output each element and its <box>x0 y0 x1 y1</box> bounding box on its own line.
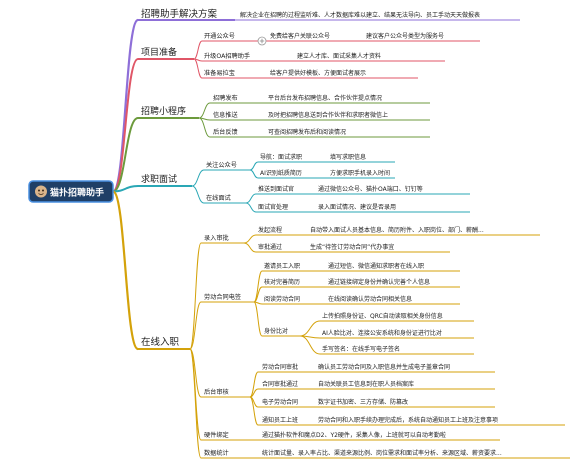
miniapp-item-label[interactable]: 招聘发布 <box>213 94 238 102</box>
branch-connector <box>112 117 139 193</box>
miniapp-item-desc: 平台后台发布招聘信息、合作伙伴提点情况 <box>268 94 382 102</box>
prep-item-label[interactable]: 开通公众号 <box>204 32 235 40</box>
onboard-group-label[interactable]: 数据统计 <box>204 449 229 457</box>
onboard-item-label[interactable]: 阅读劳动合同 <box>264 295 300 303</box>
onboard-item-label[interactable]: 发起流程 <box>258 226 282 234</box>
connector-line <box>243 234 257 244</box>
prep-item-desc: 建立人才库、面试采集人才资料 <box>297 52 381 60</box>
onboard-item-desc: 确认员工劳动合同及入职信息并生成电子盖章合同 <box>318 363 450 371</box>
interview-item-desc: 方便求职手机录入时间 <box>330 169 390 177</box>
interview-item-desc: 录入面试情况、建议是否录用 <box>318 203 396 211</box>
identity-check-sub: AI人脸比对、连接公安系统和身份证进行比对 <box>322 329 442 337</box>
branch-label-onboarding[interactable]: 在线入职 <box>141 336 180 348</box>
interview-item-label[interactable]: 导航：面试求职 <box>260 153 302 161</box>
root-node[interactable]: 猫扑招聘助手 <box>28 180 114 203</box>
miniapp-item-desc: 可查阅招聘发布后和阅读情况 <box>268 128 346 136</box>
branch-connector <box>111 190 140 351</box>
interview-item-label[interactable]: 推送到面试官 <box>258 185 294 193</box>
onboard-item-desc: 在线阅读确认劳动合同相关信息 <box>328 295 412 303</box>
branch-label-prep[interactable]: 项目准备 <box>141 46 177 58</box>
onboard-item-desc: 自动关联员工信息到在职人员档案库 <box>318 380 414 388</box>
onboard-item-label[interactable]: 通知员工上班 <box>262 416 298 424</box>
connector-line <box>249 396 259 426</box>
identity-check-sub: 上传拍照身份证、QRC自动读取相关身份信息 <box>322 312 443 320</box>
connector-line <box>191 185 205 204</box>
onboard-item-label[interactable]: 劳动合同审批 <box>262 363 298 371</box>
onboard-item-desc: 生成“待签订劳动合同”代办事宜 <box>310 243 394 251</box>
prep-item-label[interactable]: 升级OA招聘助手 <box>204 52 250 60</box>
onboard-item-desc: 数字证书加密、三方存储、防篡改 <box>318 398 408 406</box>
onboard-item-desc: 通过短信、微信通知求职者在线入职 <box>328 262 424 270</box>
connector-line <box>193 58 203 79</box>
onboard-group-desc: 统计面试量、录入率占比、渠道来源比例、岗位需求和面试率分析、来源区域、薪资要求.… <box>262 449 502 457</box>
prep-item-desc: 给客户提供好模板、方便面试者展示 <box>270 69 366 77</box>
onboard-item-label[interactable]: 身份比对 <box>264 327 288 335</box>
onboard-item-label[interactable]: 核对完善简历 <box>264 278 300 286</box>
branch-connector <box>112 58 139 193</box>
connector-line <box>189 348 202 459</box>
prep-item-label[interactable]: 准备易拉宝 <box>204 69 235 77</box>
interview-item-desc: 通过微信公众号、猫扑OA端口、钉钉等 <box>318 185 423 193</box>
connector-line <box>243 242 257 253</box>
onboard-item-label[interactable]: 电子劳动合同 <box>262 398 298 406</box>
interview-group-label[interactable]: 关注公众号 <box>206 161 237 169</box>
connector-line <box>245 202 257 213</box>
node-labels: 招聘助手解决方案 解决企业在招聘的过程监听难、人才数据库难以建立、结果无法导向、员… <box>141 8 502 457</box>
branch-desc-solution: 解决企业在招聘的过程监听难、人才数据库难以建立、结果无法导向、员工手动天天做报表 <box>240 11 480 19</box>
connector-line <box>253 301 263 305</box>
connector-line <box>299 335 321 355</box>
identity-check-sub: 手写签名：在线手写电子签名 <box>322 345 400 353</box>
prep-item-desc: 免费给客户关联公众号 <box>270 32 330 40</box>
onboard-group-label[interactable]: 录入审批 <box>204 234 229 242</box>
onboard-group-label[interactable]: 后台审核 <box>204 388 229 396</box>
plus-glyph <box>259 38 265 44</box>
connector-line <box>299 320 321 337</box>
connector-lines <box>111 18 570 459</box>
prep-item-extra: 建议客户公众号类型为服务号 <box>366 32 444 40</box>
connector-line <box>253 301 263 337</box>
connector-line <box>189 301 202 350</box>
root-label: 猫扑招聘助手 <box>50 187 104 199</box>
avatar-icon <box>35 185 47 198</box>
miniapp-item-label[interactable]: 信息推送 <box>213 111 239 119</box>
interview-item-label[interactable]: AI识别纸质简历 <box>260 169 302 177</box>
connector-line <box>249 169 259 179</box>
onboard-item-label[interactable]: 邀请员工入职 <box>264 262 300 270</box>
onboard-group-label[interactable]: 硬件绑定 <box>204 431 229 439</box>
connector-line <box>193 40 203 60</box>
onboard-group-label[interactable]: 劳动合同电签 <box>204 293 241 301</box>
branch-label-miniapp[interactable]: 招聘小程序 <box>141 105 186 117</box>
connector-line <box>189 242 202 350</box>
connector-line <box>198 117 211 138</box>
connector-line <box>249 161 259 171</box>
interview-group-label[interactable]: 在线面试 <box>206 194 231 202</box>
onboard-group-desc: 通过猫扑软件和魔点D2、Y2硬件，采集人像，上班就可以自动考勤啦 <box>262 431 446 439</box>
onboard-item-desc: 自动带入面试人员基本信息、简历附件、入职岗位、部门、薪酬... <box>310 226 484 234</box>
miniapp-item-label[interactable]: 后台反馈 <box>213 128 238 136</box>
connector-line <box>253 270 263 303</box>
branch-connector <box>112 185 139 193</box>
branch-connector <box>111 18 140 193</box>
onboard-item-label[interactable]: 合同审批通过 <box>262 380 298 388</box>
connector-line <box>191 169 205 187</box>
miniapp-item-desc: 及时把招聘信息送到合作伙伴和求职者微信上 <box>268 111 388 119</box>
connector-line <box>245 193 257 204</box>
interview-item-desc: 填写求职信息 <box>330 153 366 161</box>
onboard-item-desc: 通过链接绑定身份并确认完善个人信息 <box>328 278 430 286</box>
branch-label-interview[interactable]: 求职面试 <box>141 173 177 185</box>
interview-item-label[interactable]: 面试官处理 <box>258 203 288 211</box>
branch-label-solution[interactable]: 招聘助手解决方案 <box>141 8 218 20</box>
connector-line <box>198 102 211 119</box>
onboard-item-desc: 劳动合同和入职手续办理完成后，系统自动通知员工上班及注意事项 <box>318 416 498 424</box>
onboard-item-label[interactable]: 审批通过 <box>258 243 282 251</box>
